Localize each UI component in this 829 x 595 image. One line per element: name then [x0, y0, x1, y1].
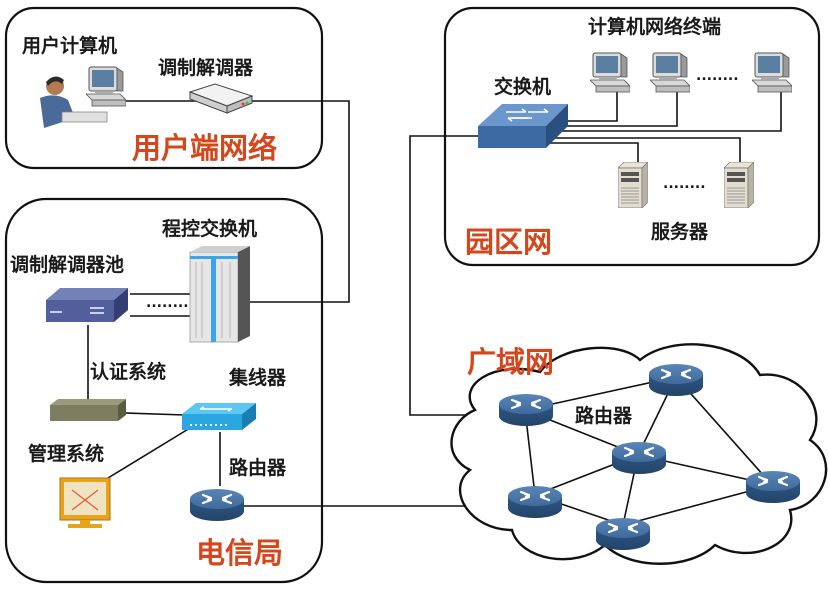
label-campus-switch: 交换机	[494, 75, 551, 98]
connection-lines	[87, 92, 782, 507]
label-auth-system: 认证系统	[90, 360, 166, 383]
user-modem-icon	[188, 83, 254, 114]
ellipsis-pcs: ........	[696, 68, 739, 84]
wan-router-icon	[611, 440, 667, 476]
user-person-icon	[40, 76, 108, 128]
campus-pc-icon	[590, 52, 630, 93]
wan-router-icon	[595, 516, 651, 552]
label-wan-router: 路由器	[575, 404, 633, 427]
label-user-computer: 用户计算机	[22, 34, 117, 57]
link-switch-pc3	[560, 92, 782, 132]
ellipsis-pool: ........	[146, 295, 189, 311]
wan-router-icon	[648, 362, 704, 398]
label-servers: 服务器	[651, 220, 709, 243]
link-switch-server2	[545, 137, 741, 165]
title-wan: 广域网	[467, 345, 554, 379]
modem-pool-icon	[46, 288, 128, 322]
telecom-router-icon	[189, 487, 245, 523]
wan-router-icon	[498, 392, 554, 428]
title-campus: 园区网	[465, 225, 552, 259]
region-user-network-box	[4, 6, 324, 170]
auth-system-icon	[50, 399, 126, 421]
wan-router-icon	[745, 469, 801, 505]
label-management-system: 管理系统	[28, 442, 104, 465]
campus-server-icon	[724, 162, 754, 208]
campus-pc-icon	[650, 52, 690, 93]
region-telecom-box	[4, 197, 324, 584]
label-terminals: 计算机网络终端	[588, 15, 721, 38]
hub-icon	[182, 403, 256, 430]
campus-pc-icon	[752, 52, 792, 93]
label-hub: 集线器	[228, 366, 287, 389]
wan-link	[675, 376, 773, 486]
label-modem-pool: 调制解调器池	[10, 253, 124, 276]
link-switch-pc2	[566, 92, 678, 127]
exchange-cabinet-icon	[189, 246, 250, 343]
label-modem: 调制解调器	[158, 56, 254, 79]
link-auth-hub	[124, 412, 186, 416]
link-switch-server1	[545, 142, 639, 165]
region-campus-box	[443, 6, 821, 267]
ellipsis-servers: ........	[663, 176, 706, 192]
label-telecom-router: 路由器	[229, 456, 287, 479]
user-computer-icon	[86, 66, 126, 107]
title-telecom: 电信局	[196, 536, 283, 570]
link-switch-pc1	[566, 92, 618, 122]
campus-server-icon	[618, 162, 648, 208]
title-user-network: 用户端网络	[132, 131, 277, 165]
wan-router-icon	[507, 484, 563, 520]
link-hub-mgmt	[107, 427, 191, 479]
link-modem-exchange	[243, 100, 350, 303]
label-switch-exchange: 程控交换机	[162, 217, 257, 240]
management-monitor-icon	[59, 477, 111, 528]
campus-switch-icon	[478, 104, 568, 148]
